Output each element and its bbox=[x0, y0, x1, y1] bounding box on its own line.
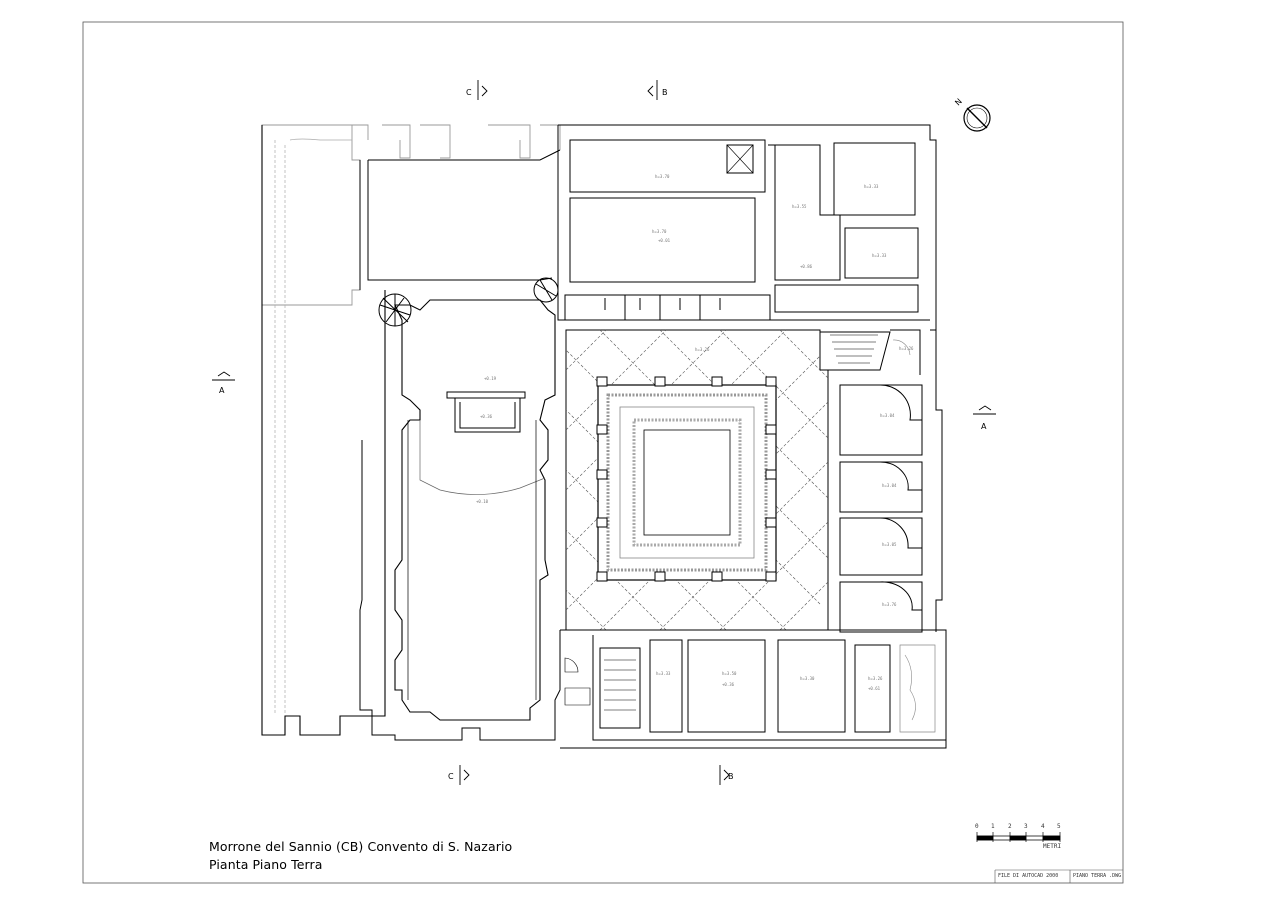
scale-tick-label: 2 bbox=[1008, 823, 1012, 830]
section-label-c-top: C bbox=[466, 88, 472, 97]
title-block-file: FILE DI AUTOCAD 2000 bbox=[998, 873, 1059, 879]
level-label: h=3.33 bbox=[872, 253, 887, 258]
level-label: +0.10 bbox=[476, 499, 489, 504]
east-range bbox=[839, 329, 943, 633]
level-labels: h=3.70 h=3.70 +0.01 h=3.55 h=3.33 h=3.33… bbox=[476, 174, 914, 691]
level-label: h=3.76 bbox=[882, 602, 897, 607]
north-label: N bbox=[953, 97, 964, 108]
scale-tick-label: 4 bbox=[1041, 823, 1045, 830]
scale-unit-label: METRI bbox=[1043, 843, 1062, 850]
level-label: h=3.50 bbox=[722, 671, 737, 676]
sheet-frame bbox=[82, 21, 1124, 884]
section-markers bbox=[212, 80, 996, 785]
level-label: h=3.04 bbox=[882, 483, 897, 488]
scale-tick-label: 5 bbox=[1057, 823, 1061, 830]
title-block-lines bbox=[994, 869, 1123, 883]
level-label: +0.86 bbox=[800, 264, 813, 269]
level-label: h=3.70 bbox=[655, 174, 670, 179]
level-label: h=3.26 bbox=[899, 346, 914, 351]
level-label: +0.36 bbox=[722, 682, 735, 687]
level-label: h=3.04 bbox=[880, 413, 895, 418]
section-label-a-right: A bbox=[981, 422, 987, 431]
scale-tick-label: 3 bbox=[1024, 823, 1028, 830]
level-label: h=3.70 bbox=[652, 229, 667, 234]
level-label: h=3.33 bbox=[864, 184, 879, 189]
west-wing bbox=[261, 124, 561, 741]
level-label: h=3.30 bbox=[800, 676, 815, 681]
scale-tick-label: 1 bbox=[991, 823, 995, 830]
level-label: +0.19 bbox=[484, 376, 497, 381]
section-label-a-left: A bbox=[219, 386, 225, 395]
level-label: +0.01 bbox=[658, 238, 671, 243]
north-arrow-icon bbox=[963, 104, 991, 132]
drawing-subtitle: Pianta Piano Terra bbox=[209, 857, 323, 872]
cloister bbox=[565, 329, 891, 631]
level-label: h=3.26 bbox=[695, 347, 710, 352]
scale-bar bbox=[976, 832, 1061, 842]
level-label: +0.36 bbox=[480, 414, 493, 419]
scale-tick-label: 0 bbox=[975, 823, 979, 830]
north-range bbox=[557, 124, 937, 331]
level-label: h=3.55 bbox=[792, 204, 807, 209]
level-label: +0.61 bbox=[868, 686, 881, 691]
level-label: h=3.33 bbox=[656, 671, 671, 676]
south-range bbox=[560, 629, 947, 749]
section-label-b-bottom: B bbox=[728, 772, 734, 781]
section-label-c-bottom: C bbox=[448, 772, 454, 781]
title-block-name: PIANO TERRA .DWG bbox=[1073, 873, 1122, 879]
section-label-b-top: B bbox=[662, 88, 668, 97]
level-label: h=3.05 bbox=[882, 542, 897, 547]
level-label: h=3.26 bbox=[868, 676, 883, 681]
drawing-title: Morrone del Sannio (CB) Convento di S. N… bbox=[209, 839, 513, 854]
